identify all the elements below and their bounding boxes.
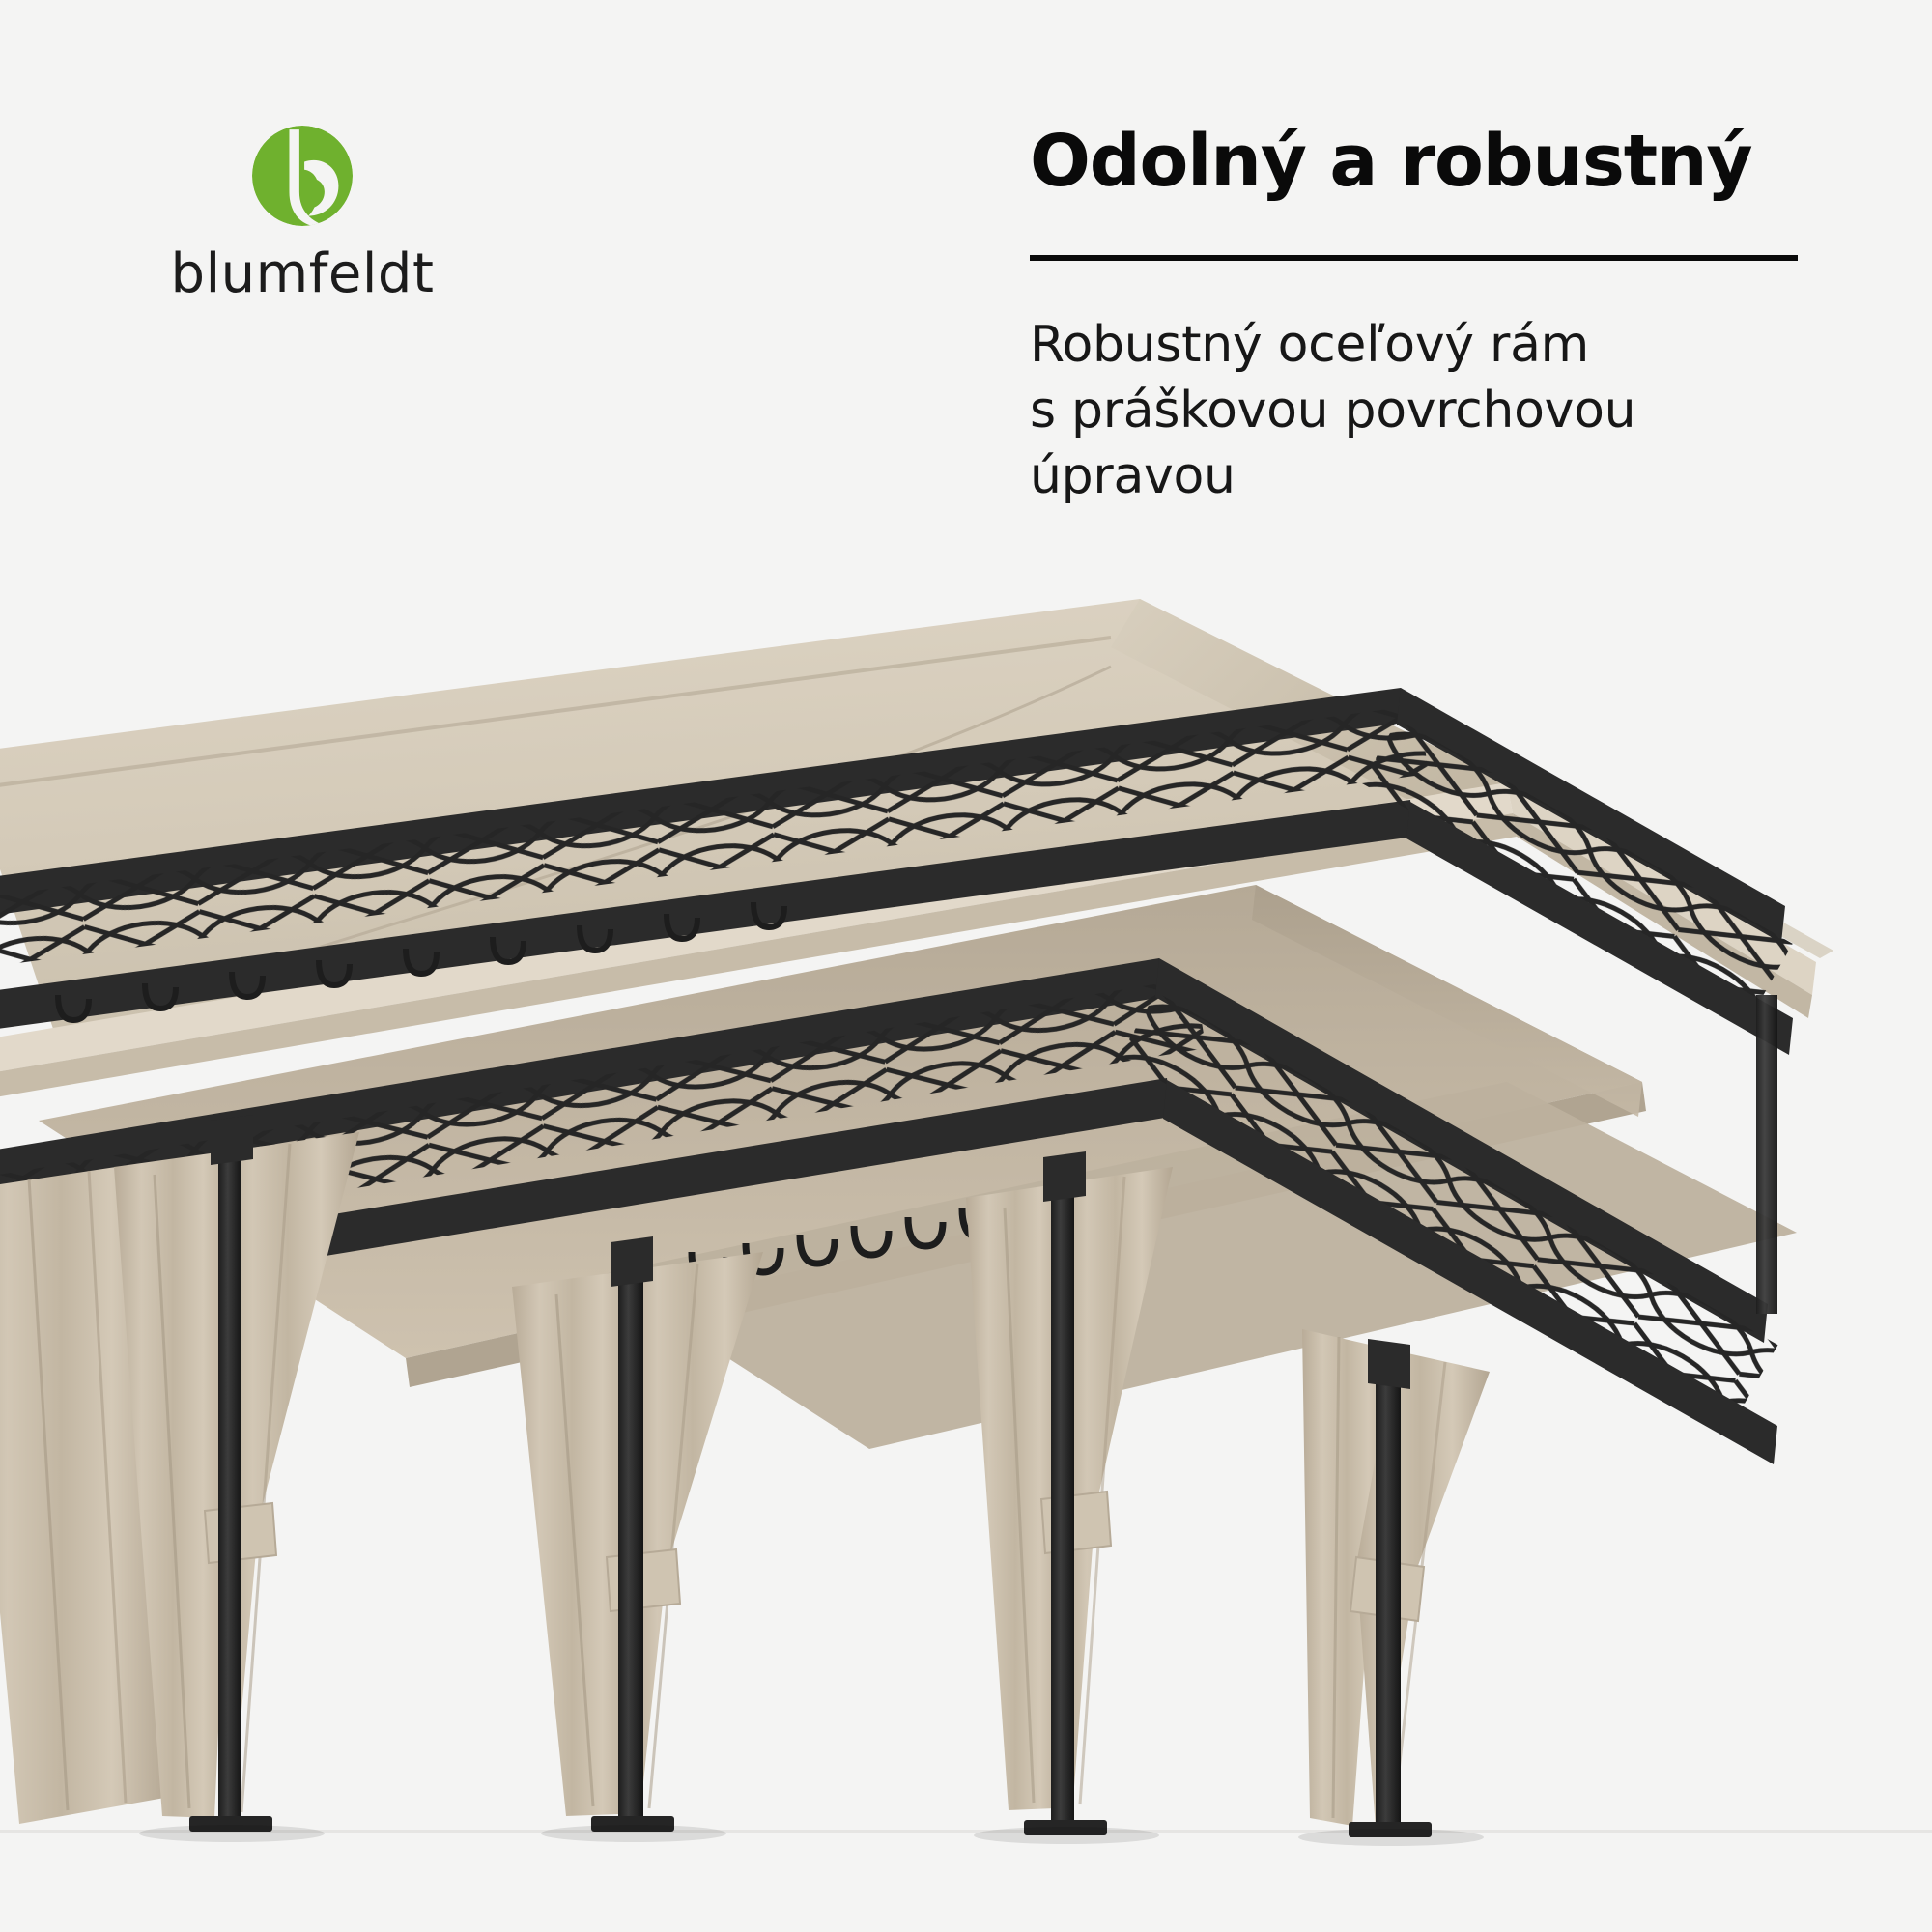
brand-wordmark: blumfeldt: [170, 242, 435, 305]
product-image-gazebo: [0, 541, 1932, 1932]
subcopy-line-2: s práškovou povrchovou: [1030, 382, 1636, 440]
post-center: [618, 1252, 643, 1824]
divider-rule: [1030, 255, 1798, 262]
upper-valance-right: [1361, 688, 1793, 1055]
post-left: [218, 1132, 242, 1824]
brand-lockup: blumfeldt: [143, 126, 462, 301]
post-right: [1376, 1349, 1401, 1835]
curtain-hooks-upper: [55, 901, 787, 1024]
steel-posts: [218, 995, 1777, 1835]
post-right-center: [1051, 1167, 1074, 1828]
subcopy-line-1: Robustný oceľový rám: [1030, 316, 1590, 375]
upper-valance-assembly: [0, 688, 1429, 1029]
canopy-underside: [39, 885, 1642, 1358]
copy-block: Odolný a robustný Robustný oceľový rám s…: [1030, 124, 1803, 509]
contact-shadows: [139, 1825, 1484, 1846]
valance-bottom-rail-upper: [0, 800, 1414, 1029]
ground-line: [0, 1830, 1932, 1833]
blumfeldt-leaf-circle-icon: [252, 126, 353, 226]
post-brackets: [211, 1115, 1410, 1389]
subcopy: Robustný oceľový rám s práškovou povrcho…: [1030, 313, 1803, 509]
base-plates: [189, 1816, 1432, 1837]
headline: Odolný a robustný: [1030, 120, 1753, 203]
post-rear-right: [1756, 995, 1777, 1314]
decorative-scrollwork-upper: [0, 704, 1429, 970]
subcopy-line-3: úpravou: [1030, 446, 1236, 505]
decorative-scrollwork-upper-right: [1361, 719, 1793, 1008]
decorative-scrollwork-lower-right: [1119, 991, 1778, 1411]
lower-valance-right: [1119, 958, 1778, 1464]
